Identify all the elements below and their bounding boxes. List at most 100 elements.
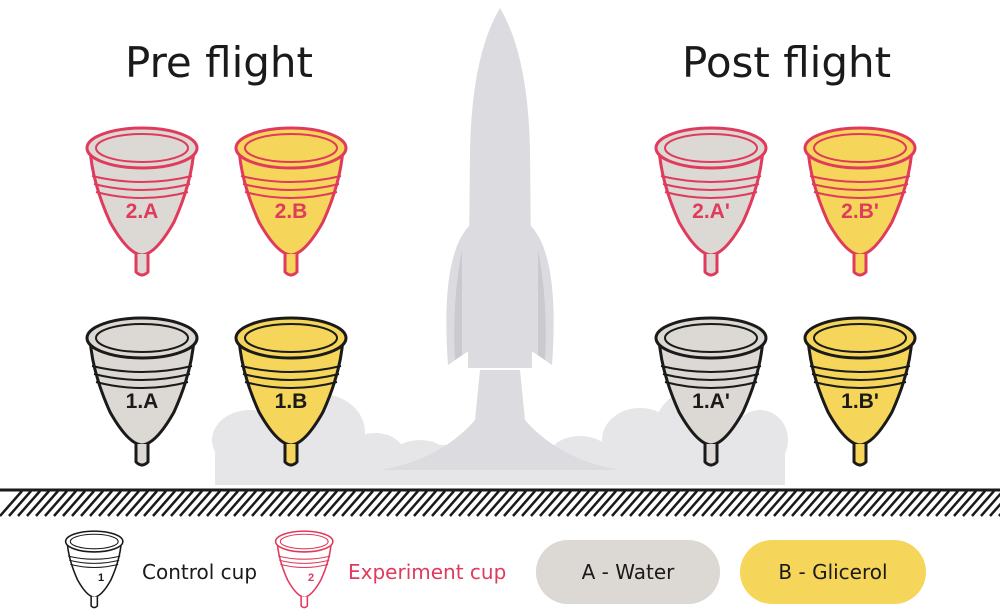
pre-flight-title: Pre flight (125, 38, 313, 87)
cup-grip-ring (662, 373, 760, 381)
cup-grip-ring (280, 563, 329, 569)
cup-label: 2.B (274, 200, 308, 223)
legend-control-cup-icon: 1 (62, 528, 140, 612)
ground-hatch-mark (701, 490, 725, 517)
ground-hatch-mark (863, 490, 887, 517)
ground-hatch-mark (791, 490, 815, 517)
cup-pre-2a: 2.A (80, 122, 204, 287)
cup-post-1b: 1.B' (798, 312, 922, 477)
ground-hatch-mark (314, 490, 338, 517)
ground-hatch-mark (962, 490, 986, 517)
ground-hatch-mark (773, 490, 797, 517)
legend-experiment-cup-icon: 2 (272, 528, 350, 612)
ground-hatch-mark (386, 490, 410, 517)
cup-grip-ring (244, 191, 338, 199)
cup-grip-ring (93, 183, 191, 191)
cup-grip-ring (811, 373, 909, 381)
ground-hatch-mark (809, 490, 833, 517)
cup-label: 1.B (274, 390, 308, 413)
cup-rim-inner (244, 323, 338, 353)
ground-hatch-mark (935, 490, 959, 517)
cup-stem (283, 254, 299, 277)
legend-glicerol-pill: B - Glicerol (740, 540, 926, 604)
ground-hatch-mark (575, 490, 599, 517)
ground-hatch-mark (98, 490, 122, 517)
cup-grip-ring (279, 559, 330, 564)
ground-hatch-mark (917, 490, 941, 517)
ground-hatch-mark (899, 490, 923, 517)
ground-hatch-mark (332, 490, 356, 517)
ground-hatch-mark (944, 490, 968, 517)
ground-hatch-mark (656, 490, 680, 517)
ground-hatch-mark (449, 490, 473, 517)
ground-hatch-mark (422, 490, 446, 517)
ground-hatch-mark (818, 490, 842, 517)
ground-hatch-mark (512, 490, 536, 517)
ground-hatch-mark (908, 490, 932, 517)
cup-pre-2b: 2.B (229, 122, 353, 287)
ground-hatch-mark (440, 490, 464, 517)
cup-rim-inner (279, 533, 329, 550)
ground-hatch-mark (629, 490, 653, 517)
ground-hatch-mark (710, 490, 734, 517)
ground-hatch-mark (44, 490, 68, 517)
ground-hatch-mark (350, 490, 374, 517)
cup-grip-ring (813, 191, 907, 199)
ground-hatch-mark (62, 490, 86, 517)
cup-label: 1.B' (841, 390, 879, 413)
ground-hatch-mark (854, 490, 878, 517)
cup-grip-ring (809, 365, 911, 373)
cup-grip-ring (93, 373, 191, 381)
ground-hatch-mark (278, 490, 302, 517)
cup-stem (852, 444, 868, 467)
cup-grip-ring (664, 191, 758, 199)
ground-hatch-mark (782, 490, 806, 517)
ground-hatch-mark (548, 490, 572, 517)
cup-pre-1b: 1.B (229, 312, 353, 477)
cup-stem (134, 254, 150, 277)
cup-grip-ring (244, 381, 338, 389)
ground-hatch-mark (233, 490, 257, 517)
ground-hatch-mark (224, 490, 248, 517)
ground-hatch-mark (827, 490, 851, 517)
ground-hatch-mark (404, 490, 428, 517)
ground-hatch-mark (17, 490, 41, 517)
ground-hatch-mark (836, 490, 860, 517)
ground-hatch-mark (494, 490, 518, 517)
cup-grip-ring (664, 381, 758, 389)
ground-hatch-mark (134, 490, 158, 517)
ground-hatch-mark (926, 490, 950, 517)
ground-hatch-mark (431, 490, 455, 517)
ground-hatch-mark (323, 490, 347, 517)
cup-label: 2.A' (692, 200, 730, 223)
ground-hatch-mark (647, 490, 671, 517)
ground-hatch-mark (665, 490, 689, 517)
legend-water-pill: A - Water (536, 540, 720, 604)
cup-label: 2.B' (841, 200, 879, 223)
legend-experiment-number: 2 (307, 572, 315, 584)
ground-hatch-mark (53, 490, 77, 517)
cup-label: 2.A (125, 200, 159, 223)
ground-hatch-mark (206, 490, 230, 517)
cup-grip-ring (242, 373, 340, 381)
ground-hatch-mark (170, 490, 194, 517)
ground-hatch-mark (566, 490, 590, 517)
cup-grip-ring (811, 183, 909, 191)
ground-hatch-mark (485, 490, 509, 517)
ground-hatch-mark (881, 490, 905, 517)
cup-stem (703, 254, 719, 277)
legend-experiment-label: Experiment cup (348, 560, 507, 584)
cup-grip-ring (91, 175, 193, 183)
ground-hatch-mark (980, 492, 1000, 517)
cup-stem (90, 596, 99, 609)
ground-hatch-mark (476, 490, 500, 517)
ground-hatch-mark (143, 490, 167, 517)
ground-hatch-mark (341, 490, 365, 517)
ground-hatch-mark (755, 490, 779, 517)
ground-hatch-mark (35, 490, 59, 517)
ground-hatch-mark (989, 502, 1000, 517)
rocket-illustration (446, 8, 554, 368)
ground-hatch-mark (890, 490, 914, 517)
ground-hatch-mark (719, 490, 743, 517)
